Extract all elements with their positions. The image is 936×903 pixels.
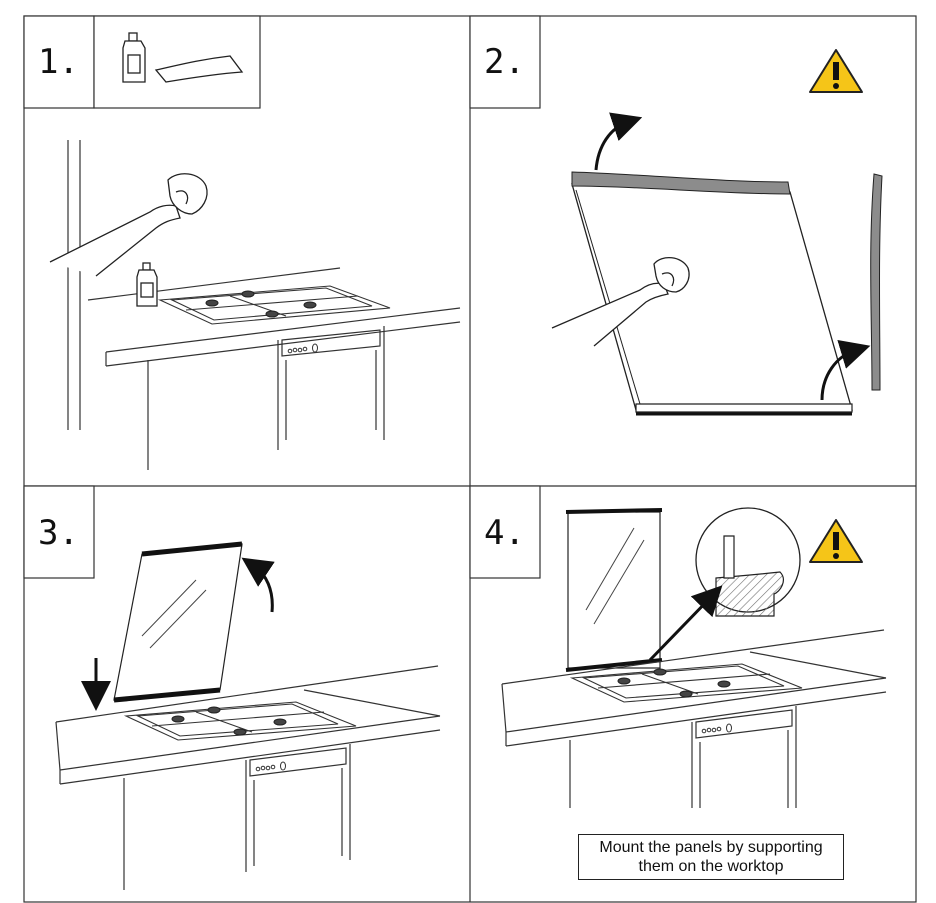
glass-panel xyxy=(571,183,853,411)
warning-icon xyxy=(809,519,863,563)
hand-with-cloth xyxy=(49,173,208,277)
step-number-1: 1. xyxy=(38,42,79,82)
tilt-arrow xyxy=(241,557,275,613)
panel-step-4 xyxy=(469,485,887,808)
glass-panel xyxy=(565,508,663,672)
callout-arrow xyxy=(648,585,723,662)
protective-film-bottom xyxy=(635,403,853,416)
caption-box: Mount the panels by supporting them on t… xyxy=(578,834,844,880)
caption-line-1: Mount the panels by supporting xyxy=(599,839,823,856)
detail-callout xyxy=(695,507,801,617)
cloth-icon xyxy=(154,55,244,83)
bottle-icon xyxy=(122,32,146,83)
panel-step-2 xyxy=(469,15,883,416)
peel-arrow-top xyxy=(594,112,643,171)
step-number-2: 2. xyxy=(484,42,525,82)
protective-film-top xyxy=(571,171,791,195)
step-number-3: 3. xyxy=(38,513,79,553)
caption-line-2: them on the worktop xyxy=(638,858,784,875)
panel-step-3 xyxy=(23,485,441,890)
warning-icon xyxy=(809,49,863,93)
glass-panel xyxy=(113,541,243,703)
step-number-4: 4. xyxy=(484,513,525,553)
protective-film-removed xyxy=(870,173,883,391)
panel-grid xyxy=(23,15,917,903)
peel-arrow-bottom xyxy=(820,339,871,401)
panel-step-1 xyxy=(23,15,461,470)
cleaner-bottle xyxy=(136,262,158,307)
hand-with-cloth xyxy=(551,257,690,347)
